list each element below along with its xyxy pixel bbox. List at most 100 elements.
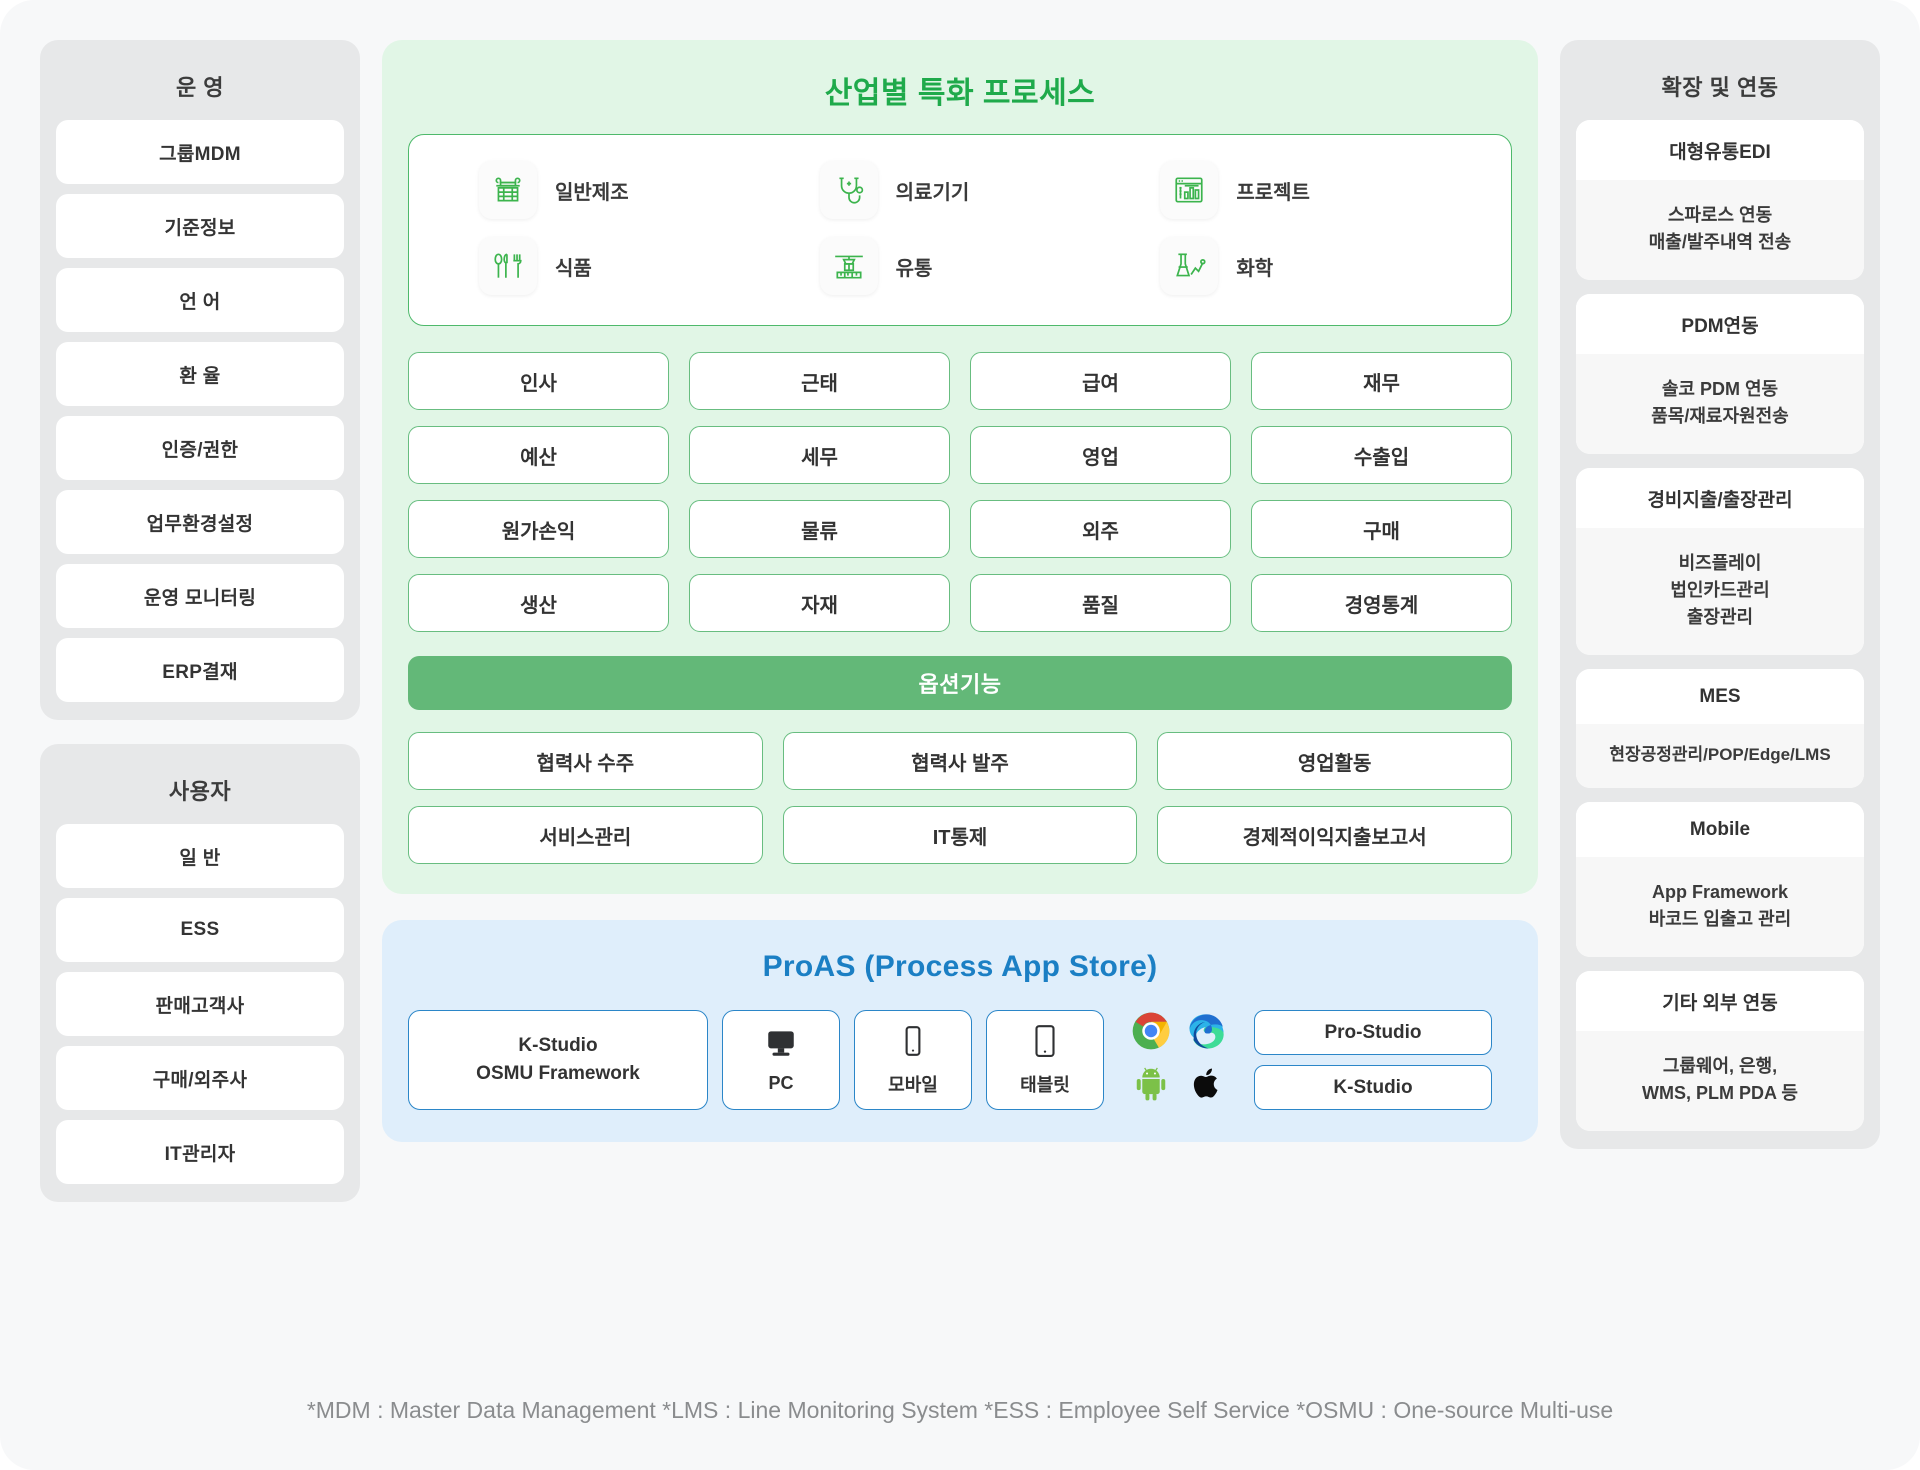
option-service-management[interactable]: 서비스관리 <box>408 806 763 864</box>
industry-icon-box: 일반제조 <box>408 134 1512 326</box>
operation-chip-group-mdm[interactable]: 그룹MDM <box>56 120 344 184</box>
option-economic-benefit-report[interactable]: 경제적이익지출보고서 <box>1157 806 1512 864</box>
industry-label-medical-device: 의료기기 <box>895 181 970 204</box>
operation-chip-language[interactable]: 언 어 <box>56 268 344 332</box>
option-partner-order-receive[interactable]: 협력사 수주 <box>408 732 763 790</box>
module-attendance[interactable]: 근태 <box>689 352 950 410</box>
ext-head-pdm: PDM연동 <box>1576 294 1864 354</box>
desktop-icon <box>764 1026 798 1065</box>
ext-head-other-external: 기타 외부 연동 <box>1576 970 1864 1031</box>
industry-item-project[interactable]: 프로젝트 <box>1130 161 1471 219</box>
option-it-control[interactable]: IT통제 <box>782 806 1138 864</box>
apple-logo <box>1189 1065 1225 1106</box>
ext-head-mobile: Mobile <box>1576 801 1864 857</box>
center-column: 산업별 특화 프로세스 <box>382 40 1538 1142</box>
pro-studio-button[interactable]: Pro-Studio <box>1254 1010 1492 1055</box>
ext-head-expense-travel: 경비지출/출장관리 <box>1576 468 1864 528</box>
device-label-mobile: 모바일 <box>888 1074 938 1095</box>
left-column: 운 영 그룹MDM 기준정보 언 어 환 율 인증/권한 업무환경설정 운영 모… <box>40 40 360 1202</box>
module-import-export[interactable]: 수출입 <box>1251 426 1512 484</box>
operation-chip-monitoring[interactable]: 운영 모니터링 <box>56 564 344 628</box>
module-finance[interactable]: 재무 <box>1251 352 1512 410</box>
operation-panel: 운 영 그룹MDM 기준정보 언 어 환 율 인증/권한 업무환경설정 운영 모… <box>40 40 360 720</box>
module-budget[interactable]: 예산 <box>408 426 669 484</box>
android-logo <box>1132 1064 1170 1107</box>
industry-label-chemistry: 화학 <box>1236 257 1274 280</box>
user-panel: 사용자 일 반 ESS 판매고객사 구매/외주사 IT관리자 <box>40 744 360 1202</box>
operation-chip-erp-approval[interactable]: ERP결재 <box>56 638 344 702</box>
module-cost-profit[interactable]: 원가손익 <box>408 500 669 558</box>
device-box-mobile[interactable]: 모바일 <box>854 1010 972 1110</box>
chrome-logo <box>1131 1011 1171 1056</box>
distribution-icon <box>819 237 878 295</box>
footnote-legend: *MDM : Master Data Management *LMS : Lin… <box>306 1397 1614 1423</box>
option-grid: 협력사 수주 협력사 발주 영업활동 서비스관리 IT통제 경제적이익지출보고서 <box>408 732 1512 864</box>
user-chip-ess[interactable]: ESS <box>56 898 344 962</box>
industry-item-medical-device[interactable]: 의료기기 <box>790 161 1131 219</box>
kstudio-osmu-box[interactable]: K-Studio OSMU Framework <box>408 1010 708 1110</box>
ext-card-mes[interactable]: MES 현장공정관리/POP/Edge/LMS <box>1576 669 1864 788</box>
operation-chip-exchange-rate[interactable]: 환 율 <box>56 342 344 406</box>
module-hr[interactable]: 인사 <box>408 352 669 410</box>
ext-body-other-external: 그룹웨어, 은행,WMS, PLM PDA 등 <box>1576 1030 1864 1131</box>
module-quality[interactable]: 품질 <box>970 574 1231 632</box>
option-partner-order-place[interactable]: 협력사 발주 <box>782 732 1138 790</box>
user-chip-it-admin[interactable]: IT관리자 <box>56 1120 344 1184</box>
module-sales[interactable]: 영업 <box>970 426 1231 484</box>
module-tax[interactable]: 세무 <box>689 426 950 484</box>
ext-card-other-external[interactable]: 기타 외부 연동 그룹웨어, 은행,WMS, PLM PDA 등 <box>1576 970 1864 1131</box>
industry-process-panel: 산업별 특화 프로세스 <box>382 40 1538 894</box>
industry-label-project: 프로젝트 <box>1236 181 1310 204</box>
module-production[interactable]: 생산 <box>408 574 669 632</box>
board: 운 영 그룹MDM 기준정보 언 어 환 율 인증/권한 업무환경설정 운영 모… <box>40 40 1880 1375</box>
module-logistics[interactable]: 물류 <box>689 500 950 558</box>
industry-label-distribution: 유통 <box>895 257 933 280</box>
kstudio-osmu-line2: OSMU Framework <box>476 1063 640 1084</box>
user-chip-general[interactable]: 일 반 <box>56 824 344 888</box>
operation-chip-auth[interactable]: 인증/권한 <box>56 416 344 480</box>
k-studio-button[interactable]: K-Studio <box>1254 1065 1492 1110</box>
industry-label-food: 식품 <box>555 257 592 280</box>
option-sales-activity[interactable]: 영업활동 <box>1157 732 1512 790</box>
studio-button-column: Pro-Studio K-Studio <box>1254 1010 1492 1110</box>
operation-chip-master-info[interactable]: 기준정보 <box>56 194 344 258</box>
stethoscope-icon <box>819 161 878 219</box>
industry-item-food[interactable]: 식품 <box>449 237 790 295</box>
tablet-icon <box>1028 1024 1062 1063</box>
device-label-tablet: 태블릿 <box>1020 1074 1070 1095</box>
module-payroll[interactable]: 급여 <box>970 352 1231 410</box>
industry-item-manufacturing[interactable]: 일반제조 <box>449 161 790 219</box>
extension-panel-title: 확장 및 연동 <box>1661 75 1779 100</box>
phone-icon <box>896 1024 930 1063</box>
proas-row: K-Studio OSMU Framework PC <box>408 1010 1512 1110</box>
user-chip-purchase-vendor[interactable]: 구매/외주사 <box>56 1046 344 1110</box>
module-materials[interactable]: 자재 <box>689 574 950 632</box>
device-box-pc[interactable]: PC <box>722 1010 840 1110</box>
module-bi-stats[interactable]: 경영통계 <box>1251 574 1512 632</box>
proas-panel: ProAS (Process App Store) K-Studio OSMU … <box>382 920 1538 1142</box>
ext-head-mes: MES <box>1576 669 1864 724</box>
industry-process-title: 산업별 특화 프로세스 <box>824 77 1096 110</box>
industry-item-distribution[interactable]: 유통 <box>790 237 1131 295</box>
device-box-tablet[interactable]: 태블릿 <box>986 1010 1104 1110</box>
factory-icon <box>479 161 537 219</box>
industry-item-chemistry[interactable]: 화학 <box>1130 237 1471 295</box>
platform-logo-grid <box>1128 1010 1230 1110</box>
option-feature-bar: 옵션기능 <box>408 656 1512 710</box>
module-outsourcing[interactable]: 외주 <box>970 500 1231 558</box>
operation-chip-list: 그룹MDM 기준정보 언 어 환 율 인증/권한 업무환경설정 운영 모니터링 … <box>56 120 344 702</box>
module-purchasing[interactable]: 구매 <box>1251 500 1512 558</box>
user-chip-sales-customer[interactable]: 판매고객사 <box>56 972 344 1036</box>
edge-logo <box>1187 1011 1227 1056</box>
user-chip-list: 일 반 ESS 판매고객사 구매/외주사 IT관리자 <box>56 824 344 1184</box>
operation-chip-work-env[interactable]: 업무환경설정 <box>56 490 344 554</box>
